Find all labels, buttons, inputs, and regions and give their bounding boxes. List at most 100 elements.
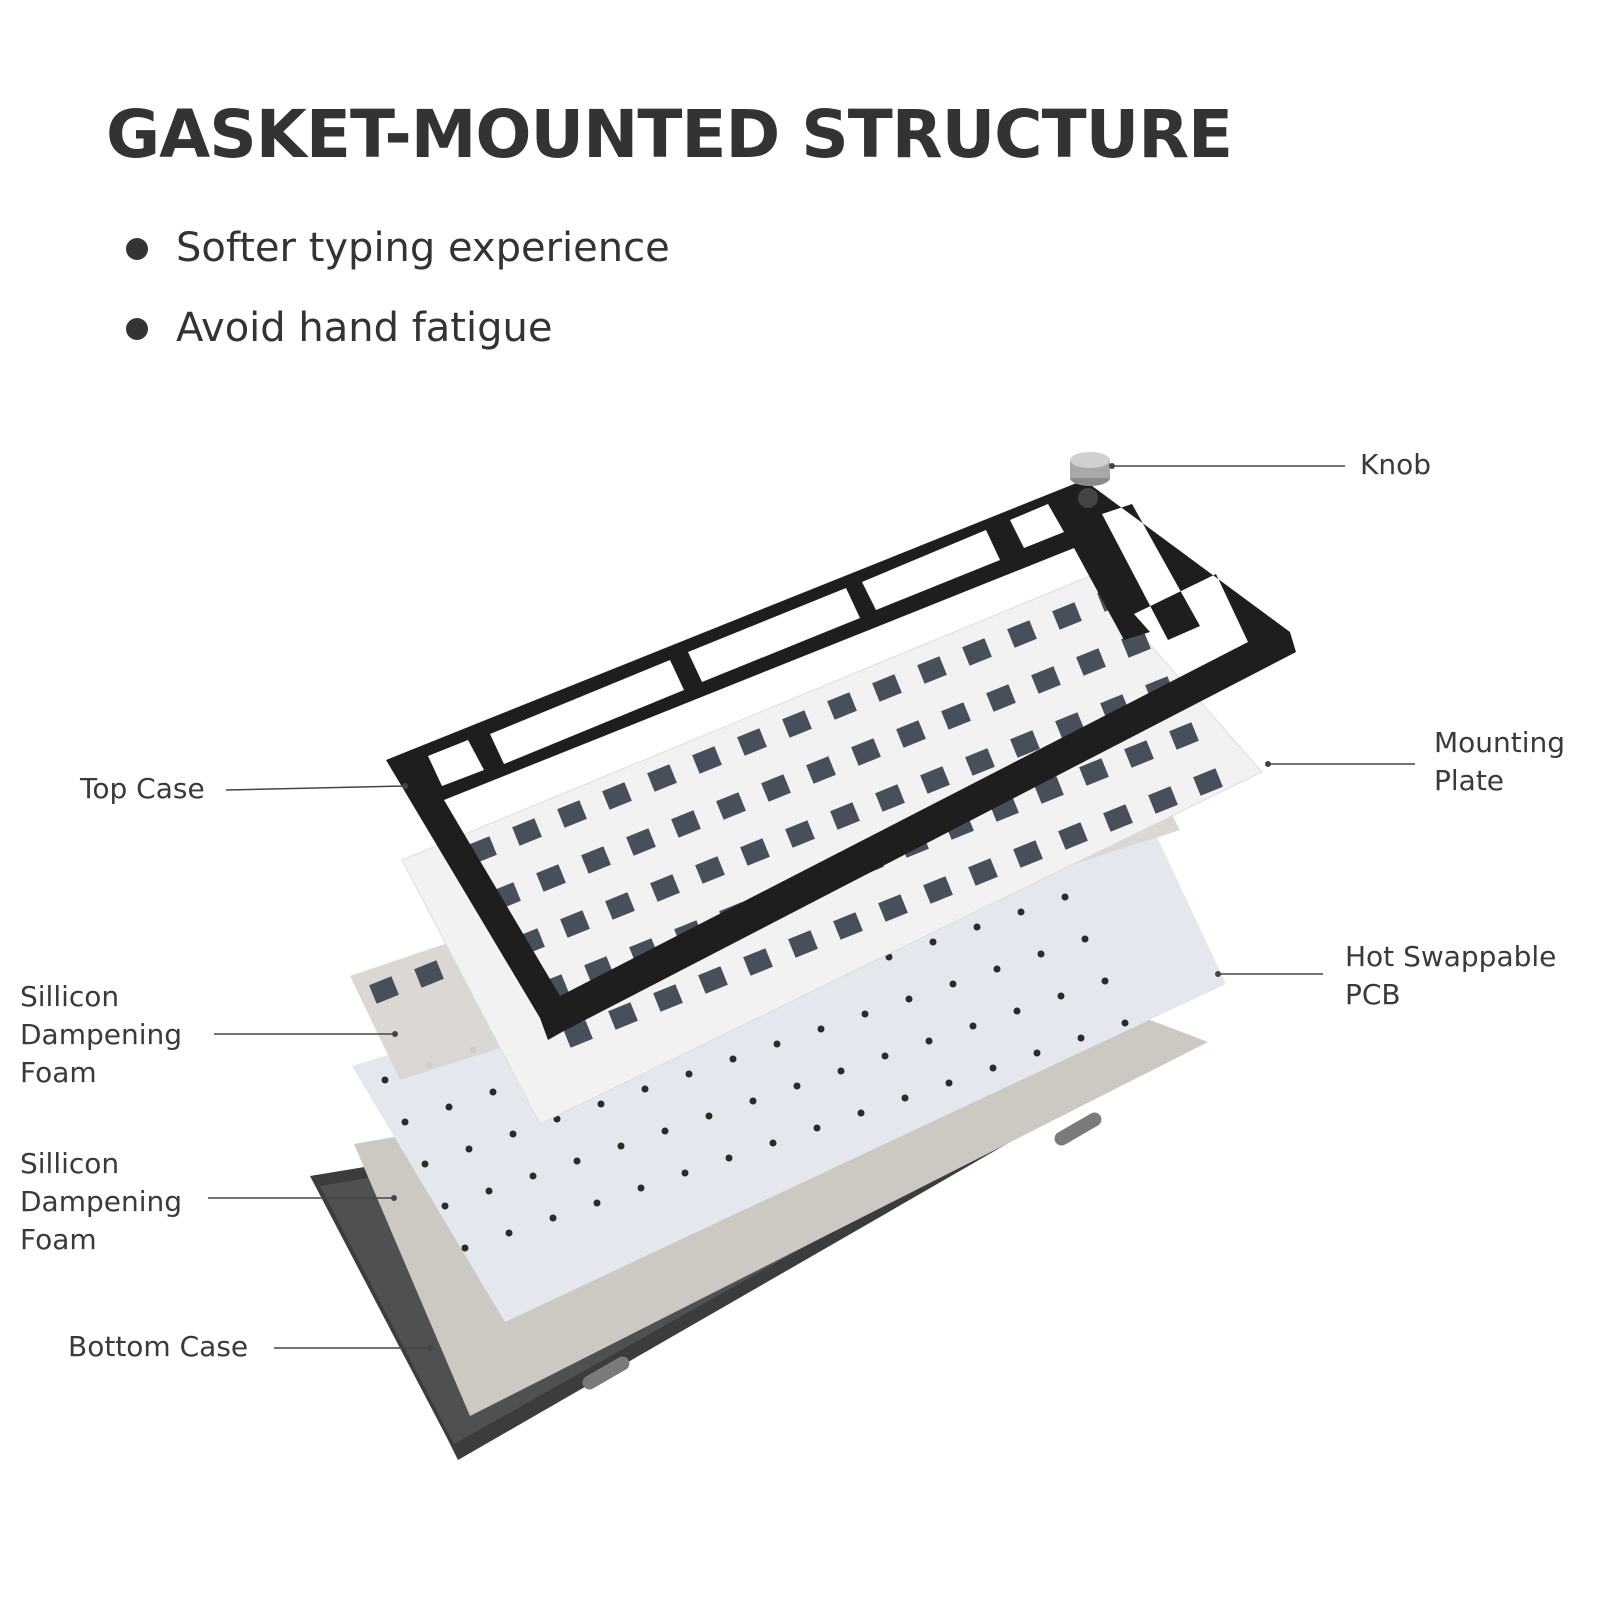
plate-key-cutout [647,764,677,792]
pcb-solder-hole [465,1145,473,1153]
plate-key-cutout [602,782,632,810]
pcb-solder-hole [597,1100,605,1108]
pcb-solder-hole [969,1022,977,1030]
plate-key-cutout [782,710,812,738]
top-case [386,480,1296,1040]
pcb-solder-hole [485,1187,493,1195]
pcb-solder-hole [1017,908,1025,916]
plate-key-cutout [1124,740,1154,768]
plate-key-cutout [827,692,857,720]
pcb-solder-hole [641,1085,649,1093]
pcb-solder-hole [749,1097,757,1105]
pcb-solder-hole [1121,1019,1129,1027]
pcb-solder-hole [857,1109,865,1117]
pcb-solder-hole [445,1103,453,1111]
plate-key-cutout [965,748,995,776]
plate-key-cutout [716,792,746,820]
plate-key-cutout [512,818,542,846]
pcb-solder-hole [901,1094,909,1102]
plate-key-cutout [743,948,773,976]
pcb-solder-hole [945,1079,953,1087]
pcb-solder-hole [881,1052,889,1060]
plate-key-cutout [1148,786,1178,814]
plate-key-cutout [785,820,815,848]
foam-cutout [414,960,444,988]
pcb-solder-hole [1101,977,1109,985]
page-title: GASKET-MOUNTED STRUCTURE [106,96,1233,173]
feature-item: Softer typing experience [118,222,670,302]
plate-key-cutout [1013,840,1043,868]
plate-key-cutout [560,910,590,938]
pcb-solder-hole [441,1202,449,1210]
pcb-solder-hole [989,1064,997,1072]
pcb-solder-hole [925,1037,933,1045]
plate-key-cutout [1076,648,1106,676]
pcb-solder-hole [817,1025,825,1033]
pcb-solder-hole [549,1214,557,1222]
top-case-leader-dot-icon [402,783,408,789]
pcb-solder-hole [1061,893,1069,901]
plate-key-cutout [1079,758,1109,786]
plate-key-cutout [671,810,701,838]
plate-key-cutout [851,738,881,766]
pcb-solder-hole [553,1115,561,1123]
label-upper-dampening-foam: Sillicon Dampening Foam [20,980,183,1089]
plate-key-cutout [1103,804,1133,832]
plate-key-cutout [698,966,728,994]
plate-key-cutout [962,638,992,666]
label-knob: Knob [1360,448,1432,481]
knob-leader-dot-icon [1109,463,1115,469]
pcb-solder-hole [705,1112,713,1120]
pcb-solder-hole [813,1124,821,1132]
pcb-solder-hole [661,1127,669,1135]
plate-leader-dot-icon [1265,761,1271,767]
plate-key-cutout [917,656,947,684]
plate-key-cutout [968,858,998,886]
plate-key-cutout [1052,602,1082,630]
foam-cutout [369,976,399,1004]
bullet-dot-icon [126,318,148,340]
plate-key-cutout [581,846,611,874]
pcb-solder-hole [769,1139,777,1147]
pcb-solder-hole [421,1160,429,1168]
plate-key-cutout [986,684,1016,712]
feature-item: Avoid hand fatigue [118,302,670,382]
plate-key-cutout [740,838,770,866]
pcb-solder-hole [685,1070,693,1078]
pcb-solder-hole [949,980,957,988]
pcb-solder-hole [993,965,1001,973]
plate-key-cutout [878,894,908,922]
plate-key-cutout [923,876,953,904]
pcb-solder-hole [381,1076,389,1084]
plate-key-cutout [788,930,818,958]
plate-key-cutout [692,746,722,774]
label-bottom-case: Bottom Case [68,1330,249,1363]
plate-key-cutout [626,828,656,856]
plate-key-cutout [1169,722,1199,750]
pcb-solder-hole [1081,935,1089,943]
top-case-leader-line [225,785,406,791]
pcb-solder-hole [401,1118,409,1126]
plate-key-cutout [1007,620,1037,648]
pcb-solder-hole [681,1169,689,1177]
plate-key-cutout [536,864,566,892]
pcb-solder-hole [905,995,913,1003]
pcb-solder-hole [573,1157,581,1165]
plate-key-cutout [761,774,791,802]
plate-key-cutout [737,728,767,756]
pcb-solder-hole [529,1172,537,1180]
plate-key-cutout [1031,666,1061,694]
plate-key-cutout [1058,822,1088,850]
pcb-solder-hole [773,1040,781,1048]
pcb-solder-hole [505,1229,513,1237]
pcb-solder-hole [725,1154,733,1162]
bullet-dot-icon [126,238,148,260]
pcb-solder-hole [929,938,937,946]
feature-text: Avoid hand fatigue [176,305,553,351]
pcb-solder-hole [1077,1034,1085,1042]
label-lower-dampening-foam: Sillicon Dampening Foam [20,1147,183,1256]
plate-key-cutout [653,984,683,1012]
feature-text: Softer typing experience [176,225,670,271]
pcb-solder-hole [1057,992,1065,1000]
